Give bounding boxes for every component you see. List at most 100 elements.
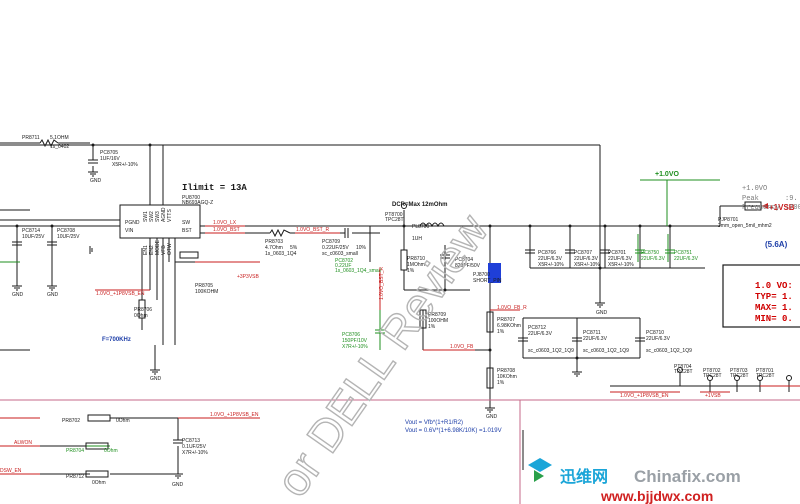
tol-pr8710: 1% — [407, 268, 415, 274]
val-pc8751: 22UF/6.3V — [674, 256, 699, 262]
val-pc8714: 10UF/25V — [22, 234, 45, 240]
tol-pr8708: 1% — [497, 380, 505, 386]
tol-pc8707: X5R+/-10% — [574, 262, 600, 268]
val-pc8701: 22UF/6.3V — [608, 256, 633, 262]
ref-pl8700: PL8700 — [412, 224, 429, 230]
ic-top-vtts: VTTS — [167, 209, 173, 222]
ic-bot-en1: EN1 — [143, 245, 149, 255]
ic-top-agnd: AGND — [161, 207, 167, 222]
ref-pc8702: PC8702 — [335, 258, 353, 264]
ref-pt8701: PT8701 — [756, 368, 774, 374]
tol-pc8701: X5R+/-10% — [608, 262, 634, 268]
ic-pin-bst: BST — [182, 228, 192, 234]
ic-bot-en2: EN2 — [149, 245, 155, 255]
val-pc8710: 22UF/6.3V — [646, 336, 671, 342]
logo-chinafix: 迅维网 Chinafix.com www.bjjdwx.com — [528, 458, 800, 504]
jumper-pjp8701 — [744, 201, 762, 211]
red-nets — [0, 225, 800, 475]
inductor-symbol — [419, 222, 445, 228]
pkg-pc8711: sc_c0603_1Q2_1Q9 — [583, 348, 629, 354]
net-vsb-right: +1VSB — [705, 393, 721, 399]
short-pin-highlight — [488, 263, 501, 283]
gnd-label-6: GND — [596, 310, 608, 316]
ic-part: NB693AGQ-Z — [182, 200, 213, 206]
spec-box — [722, 264, 800, 328]
ref-pt8704: PT8704 — [674, 364, 692, 370]
ground-symbols — [12, 171, 605, 479]
ref-pc8750: PC8750 — [641, 250, 659, 256]
net-3p3vsb: +3P3VSB — [237, 274, 259, 280]
val-pc8707: 22UF/6.3V — [574, 256, 599, 262]
val-pc8704: 820PF/50V — [455, 263, 481, 269]
net-bst-r: 1.0VO_BST_R — [296, 227, 329, 233]
val-pjp8701: 2mm_open_5mil_mhm2 — [718, 223, 772, 229]
val-pr8702: 0Ohm — [116, 418, 130, 424]
val-pr8711: 5.1OHM — [50, 135, 69, 141]
spec-typ: TYP= 1. — [755, 292, 793, 302]
gnd-label-7: GND — [172, 482, 184, 488]
val-pc8711: 22UF/6.3V — [583, 336, 608, 342]
ref-pc8766: PC8766 — [538, 250, 556, 256]
pkg-pc8709: sc_c0603_small — [322, 251, 358, 257]
gnd-label-1: GND — [90, 178, 102, 184]
val-pr8707: 6.98KOhm — [497, 323, 521, 329]
val-pr8712: 0Ohm — [92, 480, 106, 486]
net-dsw-en: DSW_EN — [0, 468, 22, 474]
ic-rotated-pins: SW1 SW2 SW3 AGND VTTS EN1 EN2 MODE VFB O… — [143, 207, 173, 255]
net-lx: 1.0VO_LX — [213, 220, 237, 226]
ref-pc8712: PC8712 — [528, 325, 546, 331]
val-pr8704: 0Ohm — [104, 448, 118, 454]
tol-pr8703: 5% — [290, 245, 298, 251]
spec-top-line1: +1.0VO — [742, 185, 767, 193]
ref-pc8709: PC8709 — [322, 239, 340, 245]
ref-pjp8701: PJP8701 — [718, 217, 739, 223]
val-pr8703: 4.7Ohm — [265, 245, 283, 251]
tol-pc8706: X7R+/-10% — [342, 344, 368, 350]
ref-pr8710: PR8710 — [407, 256, 425, 262]
logo-en: Chinafix.com — [634, 467, 741, 486]
ref-pr8706: PR8706 — [134, 307, 152, 313]
val-pc8713: 0.1UF/25V — [182, 444, 207, 450]
spec-top-line2: Peak — [742, 195, 759, 203]
ic-bot-otw: OTW — [167, 243, 173, 255]
ic-top-sw3: SW3 — [155, 211, 161, 222]
ic-pin-pgnd: PGND — [125, 220, 140, 226]
ref-pr8703: PR8703 — [265, 239, 283, 245]
ref-pr8707: PR8707 — [497, 317, 515, 323]
test-points — [401, 203, 792, 381]
val-pc8766: 22UF/6.3V — [538, 256, 563, 262]
gnd-label-2: GND — [12, 292, 24, 298]
ref-pr8708: PR8708 — [497, 368, 515, 374]
ref-pc8711: PC8711 — [583, 330, 601, 336]
spec-max: MAX= 1. — [755, 303, 793, 313]
pkg-pc8712: sc_c0603_1Q2_1Q9 — [528, 348, 574, 354]
val-pr8708: 10KOhm — [497, 374, 517, 380]
val-pt8702: TPC28T — [703, 373, 722, 379]
ref-pc8705: PC8705 — [100, 150, 118, 156]
val-pl8700: 1UH — [412, 236, 422, 242]
watermark-text: or DELL Review — [266, 204, 499, 504]
val-pt8704: TPC28T — [674, 369, 693, 375]
val-pr8710: 1MOhm — [407, 262, 425, 268]
ic-top-sw1: SW1 — [143, 211, 149, 222]
ref-pt8702: PT8702 — [703, 368, 721, 374]
spec-top-line3-val: :700K — [785, 204, 800, 212]
pkg-pc8710: sc_c0603_1Q2_1Q9 — [646, 348, 692, 354]
val-pr8709: 100OHM — [428, 318, 448, 324]
val-pt8700: TPC28T — [385, 217, 404, 223]
tol-pc8705: X5R+/-10% — [112, 162, 138, 168]
pkg-pc8702: 1s_0603_1Q4_small — [335, 268, 381, 274]
pkg-pr8711: 1s_0402 — [50, 144, 69, 150]
vsb-current: (5.6A) — [765, 240, 788, 249]
logo-cn: 迅维网 — [560, 467, 608, 486]
frame-lines — [0, 399, 800, 504]
pkg-pr8703: 1s_0603_1Q4 — [265, 251, 297, 257]
val-pc8708: 10UF/25V — [57, 234, 80, 240]
val-pc8712: 22UF/6.3V — [528, 331, 553, 337]
net-alwon: ALWON — [14, 440, 32, 446]
net-plus-1v0vo: +1.0VO — [655, 171, 679, 178]
ref-pr8711: PR8711 — [22, 135, 40, 141]
ref-pc8701: PC8701 — [608, 250, 626, 256]
formula-line2: Vout = 0.6V*(1+6.98K/10K) =1.019V — [405, 428, 502, 434]
